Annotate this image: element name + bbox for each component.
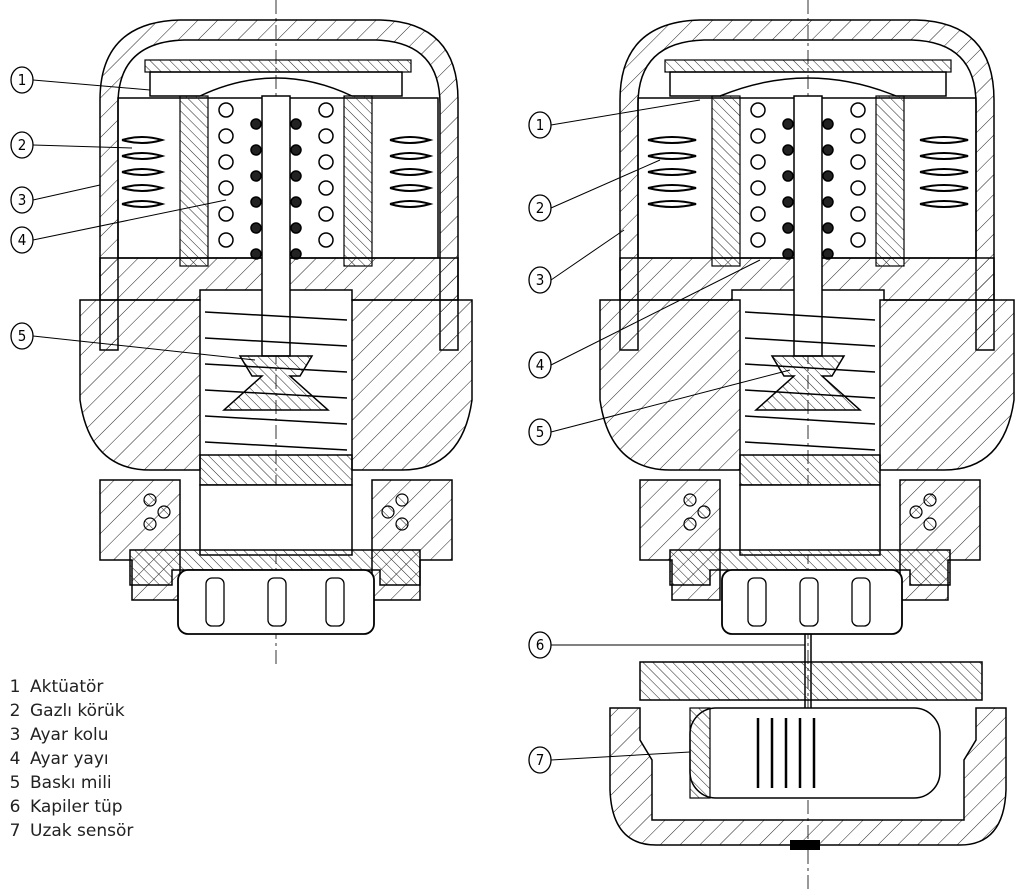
right-callout-label: 3: [536, 271, 545, 289]
right-callout: 4: [528, 259, 761, 379]
legend-number: 3: [9, 725, 21, 745]
left-bellows-a: [121, 136, 434, 208]
left-callout: 3: [10, 184, 101, 214]
legend-text: Gazlı körük: [30, 701, 125, 721]
left-callout-label: 4: [18, 231, 27, 249]
right-thermostat-head: [599, 0, 1015, 893]
left-callout: 5: [10, 322, 256, 361]
legend-text: Ayar yayı: [30, 749, 109, 769]
right-callout: 2: [528, 159, 661, 222]
left-callouts: 1 2 3 4 5: [10, 66, 256, 361]
legend-row: 4 Ayar yayı: [0, 747, 133, 771]
left-thermostat-head: [79, 0, 473, 668]
left-callout: 1: [10, 66, 151, 94]
right-callout-label: 5: [536, 423, 545, 441]
legend-row: 1 Aktüatör: [0, 675, 133, 699]
left-callout-label: 3: [18, 191, 27, 209]
legend-row: 6 Kapiler tüp: [0, 795, 133, 819]
legend-text: Kapiler tüp: [30, 797, 123, 817]
left-setting-spring: [218, 102, 334, 260]
right-callout: 3: [528, 229, 625, 294]
legend-row: 7 Uzak sensör: [0, 819, 134, 843]
left-callout: 2: [10, 131, 133, 159]
right-callout: 6: [528, 631, 805, 659]
right-callouts: 1 2 3 4 5 6 7: [528, 99, 805, 774]
legend-text: Uzak sensör: [30, 821, 134, 841]
legend-number: 6: [9, 797, 21, 817]
left-callout-label: 1: [18, 71, 27, 89]
right-callout-label: 6: [536, 636, 545, 654]
right-callout: 5: [528, 369, 791, 446]
right-callout-label: 7: [536, 751, 545, 769]
legend-text: Ayar kolu: [30, 725, 109, 745]
left-lower-body: [79, 299, 201, 471]
legend-number: 5: [9, 773, 21, 793]
right-callout-label: 1: [536, 116, 545, 134]
left-callout-label: 5: [18, 327, 27, 345]
legend-row: 5 Baskı mili: [0, 771, 133, 795]
legend-text: Baskı mili: [30, 773, 112, 793]
parts-legend: 1 Aktüatör 2 Gazlı körük 3 Ayar kolu 4 A…: [0, 675, 134, 843]
left-callout: 4: [10, 199, 227, 254]
right-callout: 7: [528, 746, 691, 774]
legend-number: 4: [9, 749, 21, 769]
legend-number: 2: [9, 701, 21, 721]
left-callout-label: 2: [18, 136, 27, 154]
legend-text: Aktüatör: [30, 677, 104, 697]
left-pressure-pin: [222, 95, 330, 411]
legend-row: 3 Ayar kolu: [0, 723, 133, 747]
legend-number: 1: [9, 677, 21, 697]
remote-sensor: [609, 661, 1007, 850]
right-callout-label: 2: [536, 199, 545, 217]
legend-row: 2 Gazlı körük: [0, 699, 133, 723]
legend-number: 7: [9, 821, 21, 841]
right-callout-label: 4: [536, 356, 545, 374]
right-callout: 1: [528, 99, 701, 139]
